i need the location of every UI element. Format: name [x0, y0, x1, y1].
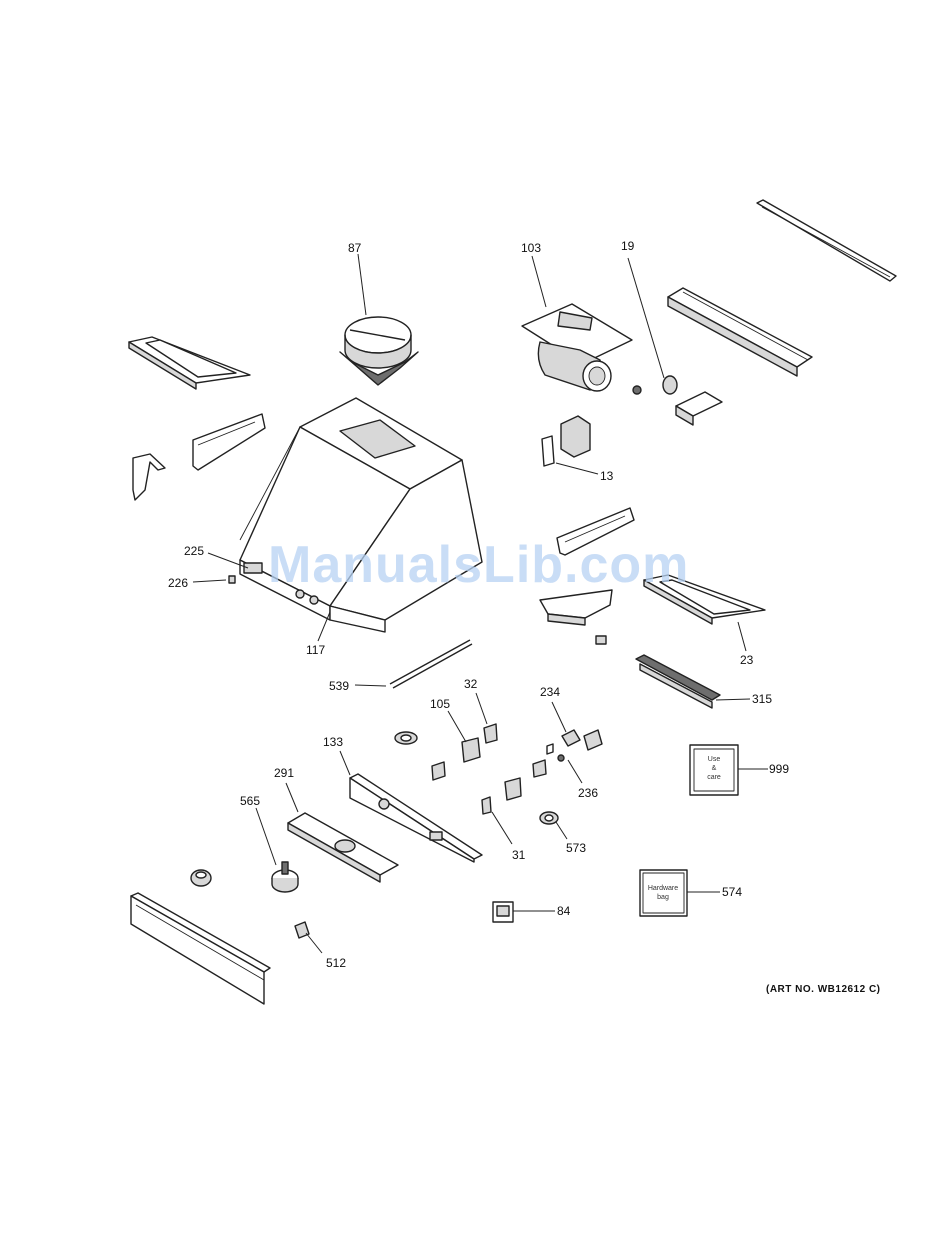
callout-84: 84 — [557, 904, 571, 918]
callout-19: 19 — [621, 239, 635, 253]
callout-574: 574 — [722, 885, 742, 899]
callout-236: 236 — [578, 786, 598, 800]
hood-body-part — [240, 398, 482, 632]
callout-565: 565 — [240, 794, 260, 808]
callout-226: 226 — [168, 576, 188, 590]
callout-999: 999 — [769, 762, 789, 776]
callout-225: 225 — [184, 544, 204, 558]
callout-13: 13 — [600, 469, 614, 483]
top-rail-part — [757, 200, 896, 281]
left-bracket-parts — [133, 414, 265, 500]
callout-87: 87 — [348, 241, 362, 255]
callout-234: 234 — [540, 685, 560, 699]
filter-frame-left — [129, 337, 250, 389]
callout-105: 105 — [430, 697, 450, 711]
hardware-line-2: bag — [657, 894, 669, 901]
light-rail-part-315 — [636, 655, 720, 708]
hardware-bag-part-574 — [640, 870, 687, 916]
callout-23: 23 — [740, 653, 754, 667]
callout-31: 31 — [512, 848, 526, 862]
callout-573: 573 — [566, 841, 586, 855]
part-84 — [493, 902, 513, 922]
callout-539: 539 — [329, 679, 349, 693]
switch-knob-parts — [395, 724, 602, 824]
trough-part-291 — [288, 813, 398, 882]
callout-117: 117 — [306, 643, 325, 657]
part-226 — [229, 576, 235, 583]
callout-133: 133 — [323, 735, 343, 749]
switch-part-13 — [542, 416, 590, 466]
callout-512: 512 — [326, 956, 346, 970]
watermark-text: ManualsLib.com — [268, 536, 689, 594]
knob-part-565 — [272, 862, 298, 892]
rod-part-539 — [390, 640, 472, 688]
hardware-line-1: Hardware — [648, 885, 678, 892]
callout-315: 315 — [752, 692, 772, 706]
use-care-line-2: & — [712, 765, 717, 772]
callout-103: 103 — [521, 241, 541, 255]
duct-connector-part — [540, 590, 612, 644]
art-number-label: (ART NO. WB12612 C) — [766, 984, 881, 995]
callout-291: 291 — [274, 766, 294, 780]
small-knob-part — [191, 870, 211, 886]
front-panel-part — [131, 893, 270, 1004]
damper-part-87 — [340, 317, 418, 385]
callout-32: 32 — [464, 677, 478, 691]
use-care-line-3: care — [707, 774, 721, 781]
capacitor-part-19 — [633, 376, 722, 425]
blower-part-103 — [522, 304, 632, 391]
part-512 — [295, 922, 309, 938]
use-care-line-1: Use — [708, 756, 721, 763]
channel-part — [668, 288, 812, 376]
